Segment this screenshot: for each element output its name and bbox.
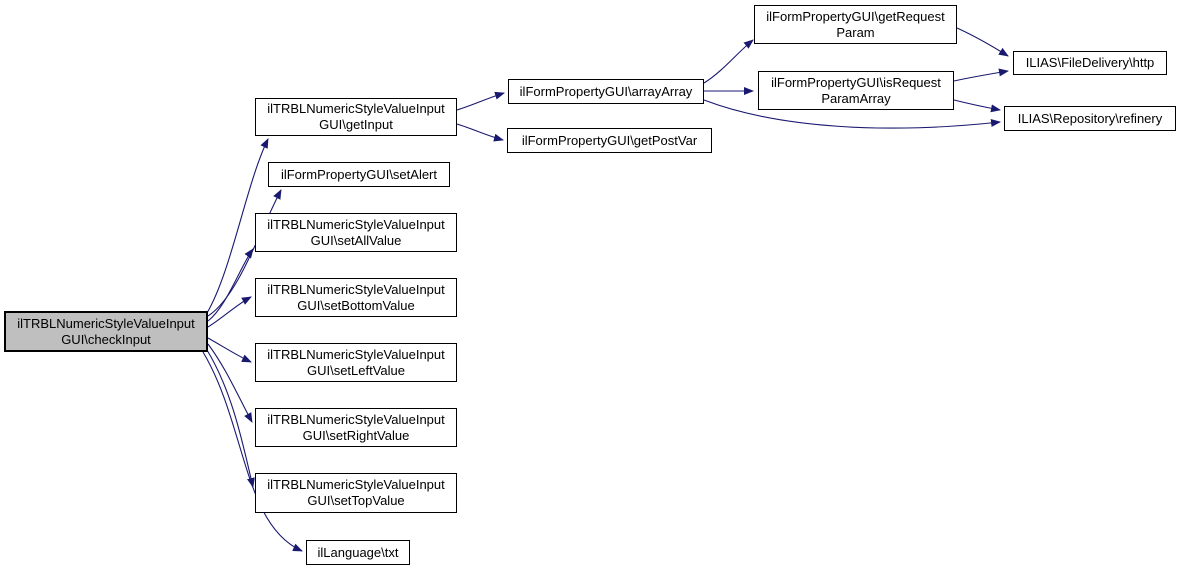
edge-check-input-to-set-top-value xyxy=(206,349,255,488)
edge-array-array-to-get-request-param xyxy=(703,39,754,84)
edge-get-input-to-get-post-var xyxy=(456,123,504,142)
node-array-array[interactable]: ilFormPropertyGUI\arrayArray xyxy=(508,79,704,104)
node-check-input[interactable]: ilTRBLNumericStyleValueInput GUI\checkIn… xyxy=(4,311,208,352)
node-get-post-var[interactable]: ilFormPropertyGUI\getPostVar xyxy=(507,128,712,153)
node-set-left-value[interactable]: ilTRBLNumericStyleValueInput GUI\setLeft… xyxy=(255,343,457,382)
node-set-bottom-value[interactable]: ilTRBLNumericStyleValueInput GUI\setBott… xyxy=(255,278,457,317)
node-ilias-file-delivery-http[interactable]: ILIAS\FileDelivery\http xyxy=(1013,51,1167,75)
node-set-top-value[interactable]: ilTRBLNumericStyleValueInput GUI\setTopV… xyxy=(255,473,457,513)
edge-is-request-param-array-to-http xyxy=(953,68,1009,82)
edge-check-input-to-set-right-value xyxy=(207,343,253,423)
edge-check-input-to-set-alert xyxy=(207,189,282,317)
node-set-all-value[interactable]: ilTRBLNumericStyleValueInput GUI\setAllV… xyxy=(255,213,457,252)
node-set-alert[interactable]: ilFormPropertyGUI\setAlert xyxy=(268,162,450,187)
edge-check-input-to-txt xyxy=(202,351,303,552)
node-ilias-repository-refinery[interactable]: ILIAS\Repository\refinery xyxy=(1004,106,1176,131)
edge-get-request-param-to-http xyxy=(956,27,1009,57)
edge-check-input-to-get-input xyxy=(206,138,269,314)
edge-check-input-to-set-bottom-value xyxy=(207,296,252,328)
node-set-right-value[interactable]: ilTRBLNumericStyleValueInput GUI\setRigh… xyxy=(255,408,457,447)
edge-check-input-to-set-left-value xyxy=(207,337,252,363)
node-get-request-param[interactable]: ilFormPropertyGUI\getRequest Param xyxy=(754,5,957,44)
node-il-language-txt[interactable]: ilLanguage\txt xyxy=(306,540,410,565)
node-get-input[interactable]: ilTRBLNumericStyleValueInput GUI\getInpu… xyxy=(255,98,457,136)
node-is-request-param-array[interactable]: ilFormPropertyGUI\isRequest ParamArray xyxy=(758,71,954,110)
edge-array-array-to-refinery xyxy=(703,99,1001,129)
edge-is-request-param-array-to-refinery xyxy=(953,99,1001,113)
edge-check-input-to-set-all-value xyxy=(207,248,254,322)
edge-get-input-to-array-array xyxy=(456,91,505,111)
